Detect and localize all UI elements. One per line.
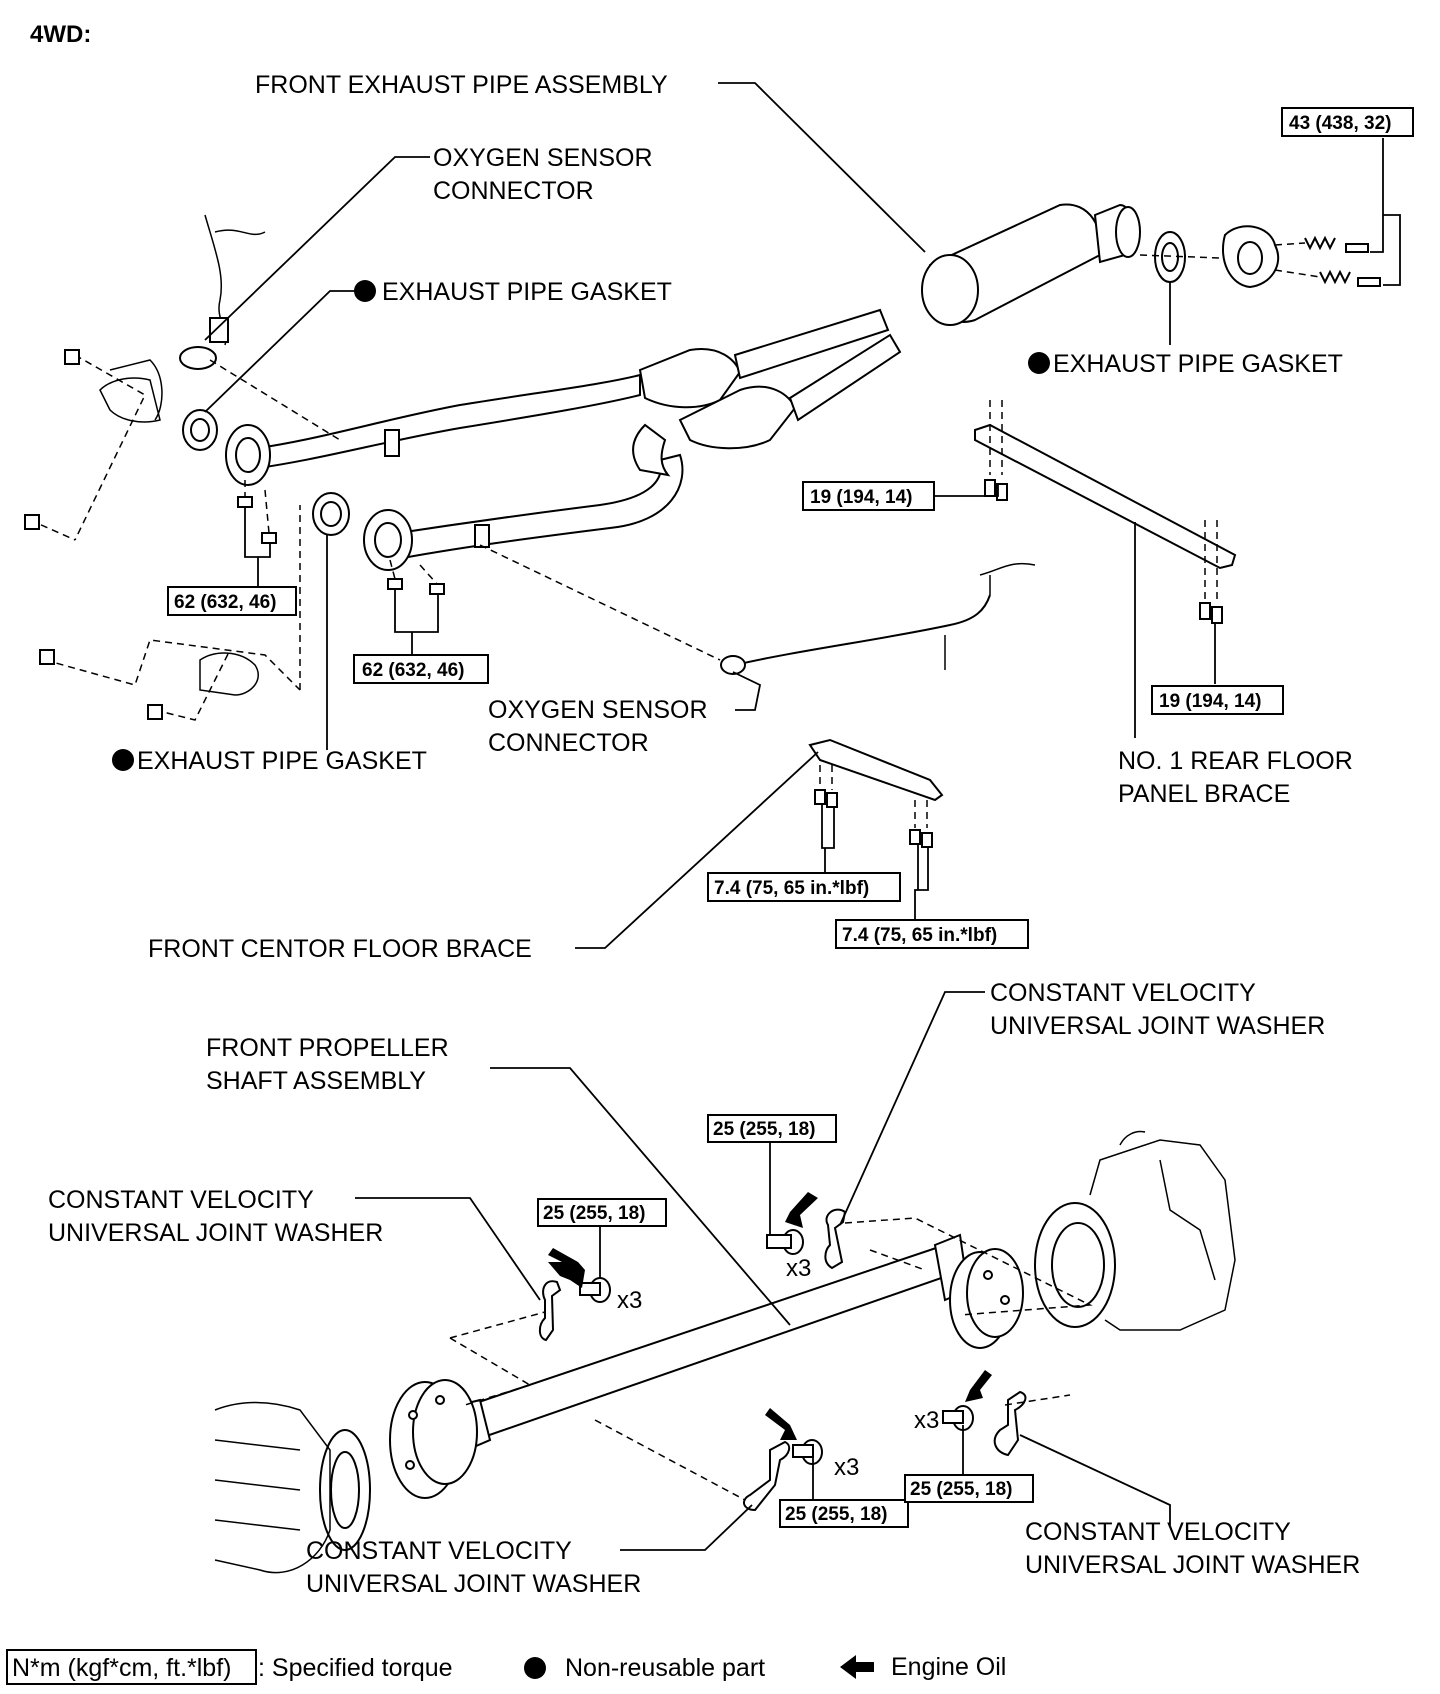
torque-25-left: 25 (255, 18) — [543, 1203, 645, 1224]
label-cvj-washer-bottom-right-line1: CONSTANT VELOCITY — [1025, 1518, 1291, 1546]
quantity-bottom-right: x3 — [914, 1407, 939, 1434]
nonreusable-bullet-icon — [524, 1657, 546, 1679]
torque-box-7-4-right — [835, 919, 1029, 949]
torque-25-bottom-center: 25 (255, 18) — [785, 1504, 887, 1525]
label-front-propeller-shaft-line2: SHAFT ASSEMBLY — [206, 1067, 426, 1095]
torque-7-4-right: 7.4 (75, 65 in.*lbf) — [842, 925, 997, 946]
label-no1-rear-floor-panel-brace-line1: NO. 1 REAR FLOOR — [1118, 747, 1353, 775]
cv-joint-washers-drawing — [538, 1192, 1027, 1512]
torque-19-upper: 19 (194, 14) — [810, 487, 912, 508]
quantity-bottom-center: x3 — [834, 1454, 859, 1481]
torque-box-25-bottom-center — [779, 1499, 909, 1528]
legend-torque-text: : Specified torque — [258, 1654, 453, 1682]
torque-7-4-left: 7.4 (75, 65 in.*lbf) — [714, 878, 869, 899]
label-front-centor-floor-brace: FRONT CENTOR FLOOR BRACE — [148, 935, 532, 963]
label-exhaust-pipe-gasket-top-left: EXHAUST PIPE GASKET — [382, 278, 672, 306]
exhaust-manifold-outline — [24, 349, 721, 721]
oxygen-sensor-mid-drawing — [720, 563, 1036, 675]
legend-engine-oil-text: Engine Oil — [891, 1653, 1006, 1681]
legend-torque-box — [6, 1649, 257, 1685]
nonreusable-bullet-icon — [354, 280, 376, 302]
torque-43: 43 (438, 32) — [1289, 113, 1391, 134]
rear-flange-spring-bolts-drawing — [1139, 225, 1381, 289]
label-cvj-washer-bottom-center-line1: CONSTANT VELOCITY — [306, 1537, 572, 1565]
exhaust-pipe-gasket-1-drawing — [182, 409, 218, 451]
label-no1-rear-floor-panel-brace-line2: PANEL BRACE — [1118, 780, 1290, 808]
label-oxygen-sensor-connector-mid-line2: CONNECTOR — [488, 729, 649, 757]
torque-box-25-bottom-right — [904, 1474, 1034, 1503]
torque-box-25-top-center — [707, 1114, 837, 1143]
label-cvj-washer-bottom-center-line2: UNIVERSAL JOINT WASHER — [306, 1570, 641, 1598]
torque-62-left: 62 (632, 46) — [174, 592, 276, 613]
label-front-exhaust-pipe-assembly: FRONT EXHAUST PIPE ASSEMBLY — [255, 71, 668, 99]
label-oxygen-sensor-connector-top-line2: CONNECTOR — [433, 177, 594, 205]
torque-box-19-upper — [802, 481, 935, 511]
torque-62-center: 62 (632, 46) — [362, 660, 464, 681]
label-cvj-washer-top-right-line2: UNIVERSAL JOINT WASHER — [990, 1012, 1325, 1040]
torque-box-7-4-left — [707, 872, 901, 902]
transfer-case-outline — [1034, 1130, 1236, 1331]
oxygen-sensor-top-drawing — [179, 214, 266, 370]
torque-box-62-left — [167, 586, 297, 616]
label-cvj-washer-left-line1: CONSTANT VELOCITY — [48, 1186, 314, 1214]
legend-nonreusable-text: Non-reusable part — [565, 1654, 765, 1682]
label-front-propeller-shaft-line1: FRONT PROPELLER — [206, 1034, 449, 1062]
legend: N*m (kgf*cm, ft.*lbf) : Specified torque… — [6, 1649, 1006, 1685]
legend-torque-units: N*m (kgf*cm, ft.*lbf) — [12, 1654, 231, 1682]
torque-25-bottom-right: 25 (255, 18) — [910, 1479, 1012, 1500]
torque-box-43 — [1281, 107, 1414, 137]
leader-lines — [204, 82, 1401, 1551]
torque-25-top-center: 25 (255, 18) — [713, 1119, 815, 1140]
torque-box-19-lower — [1151, 685, 1284, 715]
nonreusable-bullet-icon — [112, 749, 134, 771]
label-oxygen-sensor-connector-mid-line1: OXYGEN SENSOR — [488, 696, 708, 724]
prop-shaft-alignment-lines — [449, 1217, 1093, 1501]
front-exhaust-pipe-drawing — [225, 203, 1141, 571]
diagram-title: 4WD: — [30, 21, 91, 48]
quantity-left: x3 — [617, 1287, 642, 1314]
label-exhaust-pipe-gasket-right: EXHAUST PIPE GASKET — [1053, 350, 1343, 378]
label-exhaust-pipe-gasket-bottom-left: EXHAUST PIPE GASKET — [137, 747, 427, 775]
label-cvj-washer-top-right-line1: CONSTANT VELOCITY — [990, 979, 1256, 1007]
exhaust-pipe-gasket-2-drawing — [312, 492, 350, 536]
rear-floor-panel-brace-drawing — [974, 400, 1237, 624]
label-cvj-washer-left-line2: UNIVERSAL JOINT WASHER — [48, 1219, 383, 1247]
engine-oil-arrow-icon — [840, 1655, 874, 1679]
torque-19-lower: 19 (194, 14) — [1159, 691, 1261, 712]
quantity-top-center: x3 — [786, 1255, 811, 1282]
torque-box-62-center — [353, 654, 489, 684]
label-oxygen-sensor-connector-top-line1: OXYGEN SENSOR — [433, 144, 653, 172]
differential-outline — [214, 1401, 371, 1574]
torque-box-25-left — [537, 1198, 667, 1227]
front-centor-floor-brace-drawing — [808, 738, 944, 848]
flange-bolts-drawing — [237, 480, 445, 595]
nonreusable-bullet-icon — [1028, 352, 1050, 374]
front-propeller-shaft-drawing — [389, 1233, 1024, 1499]
label-cvj-washer-bottom-right-line2: UNIVERSAL JOINT WASHER — [1025, 1551, 1360, 1579]
